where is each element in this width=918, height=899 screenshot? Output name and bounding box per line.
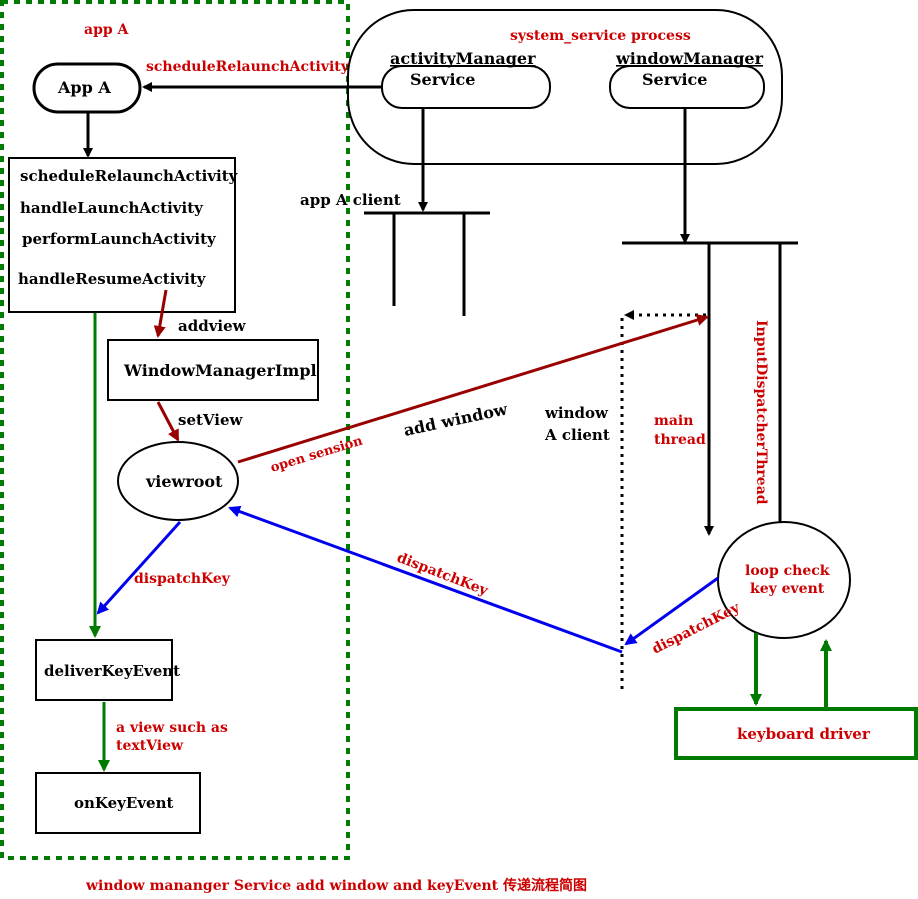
app-a-region-border [0, 0, 350, 860]
viewroot-node [117, 441, 239, 521]
activity-manager-subtitle: Service [410, 70, 475, 89]
app-a-region-label: app A [84, 22, 130, 38]
deliver-key-event-box [35, 639, 173, 701]
view-note-label-2: textView [116, 738, 184, 754]
keyboard-driver-label: keyboard driver [737, 725, 871, 743]
viewroot-label: viewroot [145, 472, 223, 491]
dispatch-key-right-arrow [624, 576, 719, 646]
on-key-event-box [35, 772, 201, 834]
method-schedule-relaunch: scheduleRelaunchActivity [20, 167, 239, 185]
window-manager-title: windowManager [615, 49, 764, 68]
window-manager-impl-box [107, 339, 319, 401]
dispatch-key-left-arrow [96, 520, 182, 615]
window-manager-subtitle: Service [642, 70, 707, 89]
system-service-process-label: system_service process [510, 28, 691, 44]
add-window-arrow [237, 314, 709, 464]
app-a-client-label: app A client [300, 191, 401, 209]
on-key-event-label: onKeyEvent [74, 794, 173, 812]
method-handle-launch: handleLaunchActivity [20, 199, 204, 217]
dispatch-key-mid-arrow [228, 505, 623, 654]
window-a-client-label-1: window [544, 404, 609, 422]
open-session-label: open sension [269, 433, 365, 475]
window-manager-impl-label: WindowManagerImpl [123, 361, 317, 380]
dispatch-key-right-label: dispatchKey [650, 599, 744, 657]
setview-label: setView [178, 411, 244, 429]
deliver-key-event-label: deliverKeyEvent [44, 662, 180, 680]
input-dispatcher-thread-label: InputDispatcherThread [753, 320, 769, 505]
window-a-client-label-2: A client [544, 426, 610, 444]
loop-check-key-event-node [717, 521, 851, 639]
window-manager-service-box [609, 65, 765, 109]
app-a-node-label: App A [57, 78, 111, 97]
app-a-node [32, 62, 142, 114]
schedule-relaunch-label: scheduleRelaunchActivity [146, 59, 350, 75]
main-thread-label-1: main [654, 413, 693, 429]
loop-check-label-2: key event [750, 581, 825, 597]
activity-manager-title: activityManager [390, 49, 536, 68]
activity-methods-box [8, 157, 236, 313]
diagram-caption: window mananger Service add window and k… [85, 877, 587, 894]
addview-arrow [153, 289, 168, 338]
loop-check-label-1: loop check [745, 563, 830, 579]
method-perform-launch: performLaunchActivity [22, 230, 217, 248]
dispatch-key-left-label: dispatchKey [134, 571, 231, 587]
keyboard-driver-box [674, 707, 918, 760]
view-note-label-1: a view such as [116, 720, 228, 736]
setview-arrow [156, 401, 180, 442]
method-handle-resume: handleResumeActivity [18, 270, 207, 288]
addview-label: addview [178, 317, 247, 335]
main-thread-label-2: thread [654, 432, 706, 448]
